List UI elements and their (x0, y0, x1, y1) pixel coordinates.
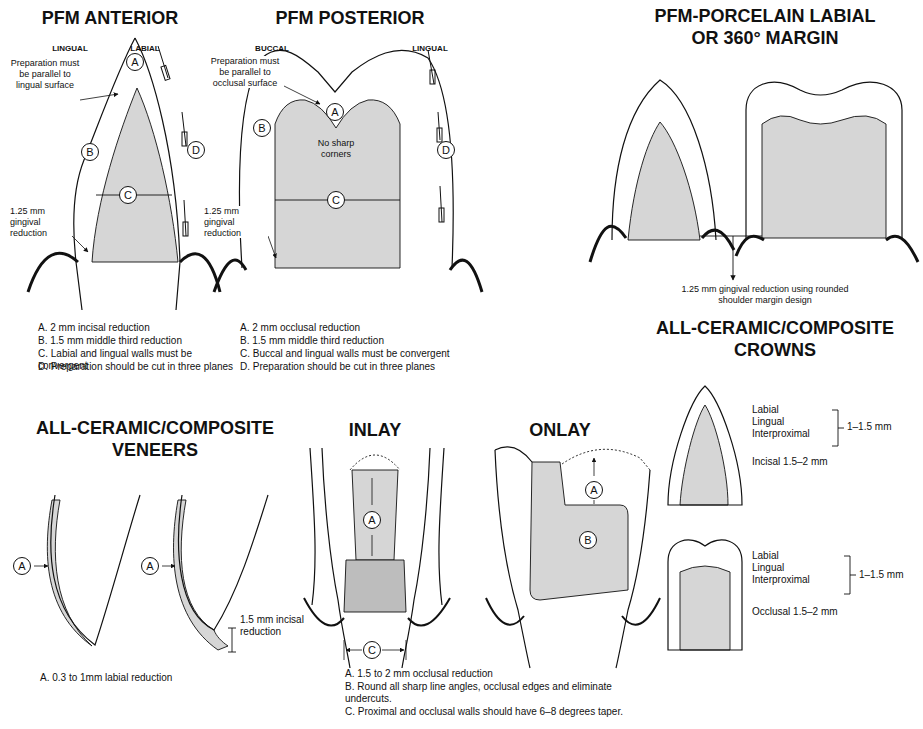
annotation-label: BUCCAL (244, 44, 300, 54)
callout-letter: A (368, 515, 375, 526)
section-title: PFM ANTERIOR (10, 8, 210, 30)
annotation-label: Interproximal (752, 428, 832, 440)
annotation-label: 1.25 mm gingival reduction (204, 206, 268, 238)
callout-circle: B (253, 119, 271, 137)
annotation-label: 1.5 mm incisal reduction (240, 614, 310, 638)
annotation-label: Preparation must be parallel to lingual … (8, 58, 82, 90)
callout-letter: A (590, 485, 597, 496)
annotation-label: No sharp corners (306, 138, 366, 160)
annotation-label: Labial (752, 550, 842, 562)
callout-letter: B (86, 147, 93, 158)
annotation-label: A. 1.5 to 2 mm occlusal reduction (345, 668, 665, 680)
callout-letter: C (124, 190, 132, 201)
callout-circle: A (585, 481, 603, 499)
section-title: ONLAY (505, 420, 615, 442)
annotation-label: D. Preparation should be cut in three pl… (240, 361, 455, 373)
section-title: PFM-PORCELAIN LABIAL OR 360° MARGIN (640, 6, 890, 49)
annotation-label: 1.25 mm gingival reduction using rounded… (680, 284, 850, 306)
annotation-label: LINGUAL (400, 44, 460, 54)
callout-circle: C (363, 641, 381, 659)
annotation-label: LABIAL (120, 44, 170, 54)
annotation-label: C. Buccal and lingual walls must be conv… (240, 348, 455, 360)
callout-letter: B (584, 535, 591, 546)
annotation-label: A. 0.3 to 1mm labial reduction (40, 672, 270, 684)
callout-circle: A (126, 53, 144, 71)
section-title: ALL-CERAMIC/COMPOSITE CROWNS (640, 318, 910, 361)
annotation-label: Occlusal 1.5–2 mm (752, 606, 882, 618)
callout-letter: A (146, 561, 153, 572)
annotation-label: Incisal 1.5–2 mm (752, 456, 872, 468)
annotation-label: 1.25 mm gingival reduction (10, 206, 72, 238)
annotation-label: 1–1.5 mm (847, 421, 909, 433)
callout-letter: A (331, 107, 338, 118)
annotation-label: LINGUAL (40, 44, 100, 54)
callout-circle: D (187, 141, 205, 159)
annotation-label: B. 1.5 mm middle third reduction (240, 335, 455, 347)
annotation-label: Labial (752, 404, 832, 416)
annotation-label: Interproximal (752, 574, 842, 586)
callout-circle: D (437, 141, 455, 159)
section-title: PFM POSTERIOR (225, 8, 475, 30)
callout-letter: A (131, 57, 138, 68)
callout-circle: A (363, 511, 381, 529)
annotation-label: Preparation must be parallel to occlusal… (206, 56, 284, 88)
annotation-label: A. 2 mm occlusal reduction (240, 322, 455, 334)
callout-letter: D (192, 145, 200, 156)
callout-letter: B (258, 123, 265, 134)
callout-letter: C (368, 645, 376, 656)
annotation-label: B. Round all sharp line angles, occlusal… (345, 681, 645, 705)
callout-circle: C (327, 191, 345, 209)
section-title: ALL-CERAMIC/COMPOSITE VENEERS (10, 418, 300, 461)
annotation-label: D. Preparation should be cut in three pl… (38, 361, 238, 373)
callout-circle: B (81, 143, 99, 161)
callout-circle: A (13, 557, 31, 575)
annotation-label: A. 2 mm incisal reduction (38, 322, 238, 334)
callout-letter: A (18, 561, 25, 572)
callout-letter: D (442, 145, 450, 156)
annotation-label: C. Proximal and occlusal walls should ha… (345, 706, 665, 718)
annotation-label: Lingual (752, 562, 842, 574)
callout-circle: A (141, 557, 159, 575)
annotation-label: B. 1.5 mm middle third reduction (38, 335, 238, 347)
callout-circle: C (119, 186, 137, 204)
callout-circle: B (579, 531, 597, 549)
annotation-label: Lingual (752, 416, 832, 428)
section-title: INLAY (325, 420, 425, 442)
annotation-label: 1–1.5 mm (859, 569, 919, 581)
callout-letter: C (332, 195, 340, 206)
callout-circle: A (326, 103, 344, 121)
